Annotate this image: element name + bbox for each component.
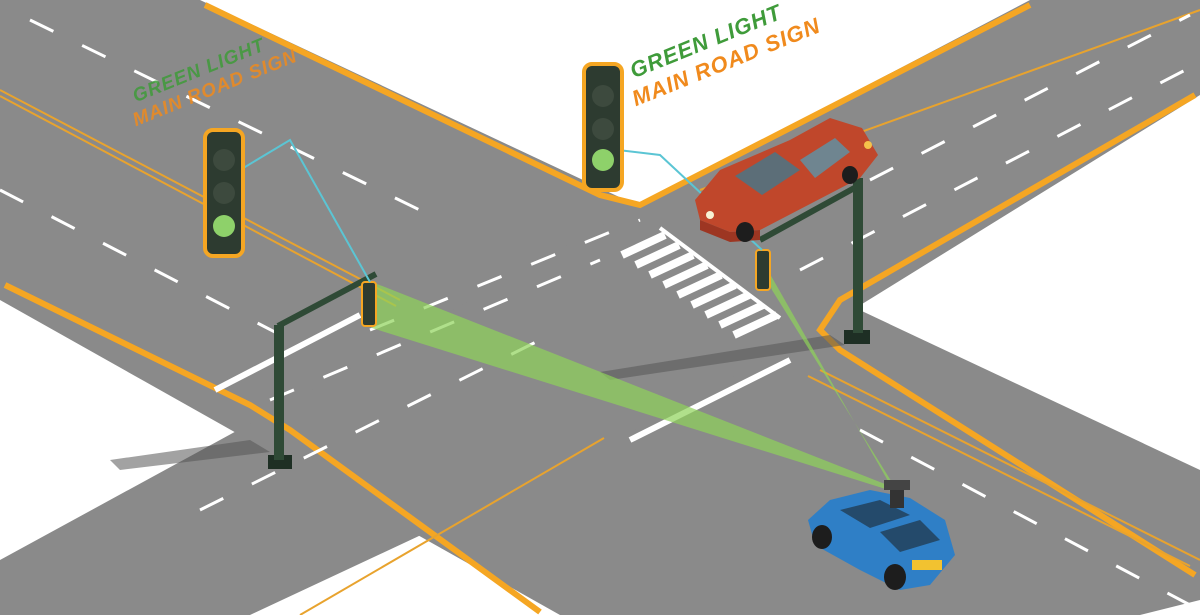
center-line bbox=[0, 89, 401, 301]
road-edge bbox=[816, 92, 1197, 578]
stop-line bbox=[213, 312, 362, 393]
right-signal-pole bbox=[755, 178, 870, 344]
beam-to-left-signal bbox=[372, 282, 895, 492]
traffic-light-icon bbox=[582, 62, 624, 192]
crosswalk bbox=[620, 231, 779, 339]
right-signal-head bbox=[755, 249, 771, 291]
center-line bbox=[299, 437, 605, 615]
road-edge bbox=[3, 282, 542, 615]
detection-beams bbox=[372, 260, 898, 492]
connector-left bbox=[239, 138, 371, 283]
car-icon bbox=[808, 480, 955, 590]
center-line bbox=[819, 369, 1200, 561]
traffic-light-icon bbox=[203, 128, 245, 258]
lane-markings bbox=[0, 13, 1196, 607]
left-signal-pole bbox=[268, 271, 378, 469]
crosswalk-edge bbox=[658, 226, 782, 320]
center-line bbox=[807, 375, 1191, 567]
stop-line bbox=[628, 357, 792, 443]
car-icon bbox=[695, 118, 878, 242]
camera-sensor-icon bbox=[884, 480, 910, 508]
center-line bbox=[0, 95, 397, 307]
shadows bbox=[110, 335, 845, 470]
left-signal-head bbox=[361, 281, 377, 327]
road-edge bbox=[203, 2, 1032, 209]
